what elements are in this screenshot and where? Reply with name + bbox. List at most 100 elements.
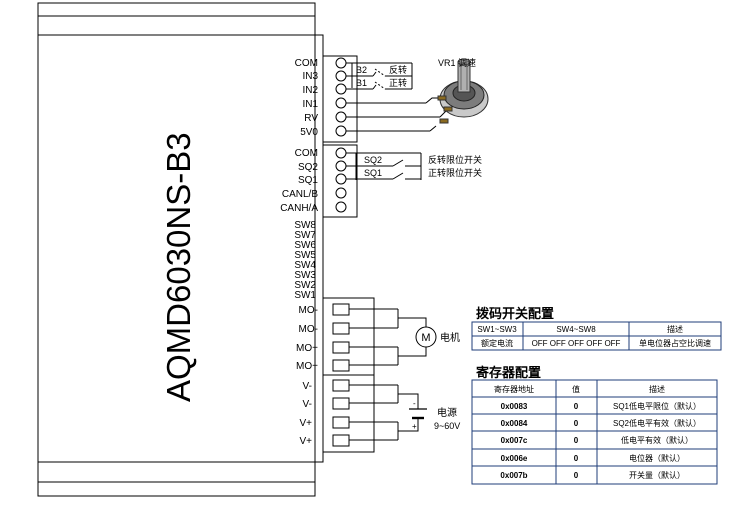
register-header: 值	[572, 384, 580, 394]
register-address: 0x0083	[501, 402, 528, 411]
register-description: 开关量（默认）	[629, 470, 685, 480]
screw-terminal[interactable]	[335, 111, 347, 123]
pin-label: MO+	[296, 343, 318, 354]
dip-cell: 单电位器占空比调速	[639, 338, 711, 348]
register-address: 0x007b	[500, 471, 527, 480]
screw-terminal[interactable]	[332, 416, 350, 429]
potentiometer-label: VR1 调速	[438, 58, 476, 68]
dip-label: SW5	[294, 250, 316, 261]
wire-label-b1: B1	[356, 78, 367, 88]
dip-config-title: 拨码开关配置	[476, 306, 554, 321]
register-header: 描述	[649, 384, 665, 394]
dip-switch-labels: SW8 SW7 SW6 SW5 SW4 SW3 SW2 SW1	[294, 220, 316, 301]
pin-label: SQ1	[298, 175, 318, 186]
screw-terminal[interactable]	[335, 160, 347, 172]
screw-terminal[interactable]	[335, 83, 347, 95]
dip-label: SW2	[294, 280, 316, 291]
dip-label: SW4	[294, 260, 316, 271]
model-name: AQMD6030NS-B3	[160, 132, 197, 402]
register-description: SQ2低电平有效（默认）	[613, 418, 701, 428]
screw-terminal[interactable]	[335, 187, 347, 199]
screw-terminal[interactable]	[332, 359, 350, 372]
dip-label: SW1	[294, 290, 316, 301]
dip-label: SW8	[294, 220, 316, 231]
pin-label: IN3	[302, 71, 318, 82]
screw-terminal[interactable]	[332, 379, 350, 392]
motor-icon	[415, 326, 437, 348]
direction-switch-wiring	[346, 62, 413, 90]
register-address: 0x0084	[501, 419, 528, 428]
power-wiring	[349, 384, 419, 441]
register-value: 0	[574, 454, 579, 463]
dip-cell: 额定电流	[481, 338, 513, 348]
pin-label: COM	[295, 58, 318, 69]
screw-terminal[interactable]	[332, 322, 350, 335]
pin-label: CANH/A	[280, 203, 318, 214]
potentiometer-wiring	[346, 97, 447, 132]
register-description: SQ1低电平限位（默认）	[613, 401, 701, 411]
motor-label: 电机	[440, 331, 460, 344]
switch-function-forward-limit: 正转限位开关	[428, 167, 482, 178]
dip-cell: OFF OFF OFF OFF OFF	[532, 339, 621, 348]
register-address: 0x007c	[501, 436, 528, 445]
screw-terminal[interactable]	[332, 434, 350, 447]
screw-terminal[interactable]	[335, 125, 347, 137]
pin-label: CANL/B	[282, 189, 318, 200]
motor-wiring	[349, 308, 427, 366]
motor-symbol: M	[421, 332, 430, 344]
terminal-block-2: COM SQ2 SQ1 CANL/B CANH/A	[280, 144, 358, 218]
register-value: 0	[574, 402, 579, 411]
pin-label: IN1	[302, 99, 318, 110]
dip-label: SW3	[294, 270, 316, 281]
dip-label: SW7	[294, 230, 316, 241]
power-range: 9~60V	[434, 421, 460, 431]
battery-plus: +	[412, 422, 417, 431]
screw-terminal[interactable]	[335, 97, 347, 109]
switch-label-sq2: SQ2	[364, 155, 382, 165]
pin-label: SQ2	[298, 162, 318, 173]
pin-label: MO+	[296, 361, 318, 372]
battery-icon	[409, 408, 427, 420]
screw-terminal[interactable]	[335, 70, 347, 82]
register-config-title: 寄存器配置	[476, 365, 541, 380]
register-value: 0	[574, 436, 579, 445]
screw-terminal[interactable]	[332, 341, 350, 354]
screw-terminal[interactable]	[335, 173, 347, 185]
dip-header: SW4~SW8	[556, 325, 596, 334]
limit-switch-wiring	[346, 152, 422, 180]
register-value: 0	[574, 419, 579, 428]
screw-terminal[interactable]	[332, 397, 350, 410]
potentiometer-icon	[437, 58, 489, 124]
screw-terminal[interactable]	[335, 201, 347, 213]
screw-terminal[interactable]	[332, 303, 350, 316]
wire-function-reverse: 反转	[389, 64, 407, 75]
pin-label: RV	[304, 113, 318, 124]
switch-label-sq1: SQ1	[364, 168, 382, 178]
screw-terminal[interactable]	[335, 57, 347, 69]
dip-header: SW1~SW3	[477, 325, 517, 334]
terminal-block-1-screws	[335, 57, 347, 137]
pin-label: COM	[295, 148, 318, 159]
pin-label: MO-	[299, 305, 318, 316]
pin-label: V+	[299, 418, 312, 429]
pin-label: V-	[303, 399, 312, 410]
switch-function-reverse-limit: 反转限位开关	[428, 154, 482, 165]
power-label: 电源	[437, 406, 457, 419]
battery-minus: -	[413, 399, 416, 408]
register-address: 0x006e	[501, 454, 528, 463]
pin-label: MO-	[299, 324, 318, 335]
pin-label: V-	[303, 381, 312, 392]
screw-terminal[interactable]	[335, 147, 347, 159]
register-header: 寄存器地址	[494, 384, 534, 394]
pin-label: IN2	[302, 85, 318, 96]
wire-function-forward: 正转	[389, 77, 407, 88]
dip-label: SW6	[294, 240, 316, 251]
register-description: 电位器（默认）	[629, 453, 685, 463]
pin-label: V+	[299, 436, 312, 447]
pin-label: 5V0	[300, 127, 318, 138]
wire-label-b2: B2	[356, 65, 367, 75]
register-description: 低电平有效（默认）	[621, 435, 693, 445]
controller-housing	[37, 2, 324, 497]
register-value: 0	[574, 471, 579, 480]
